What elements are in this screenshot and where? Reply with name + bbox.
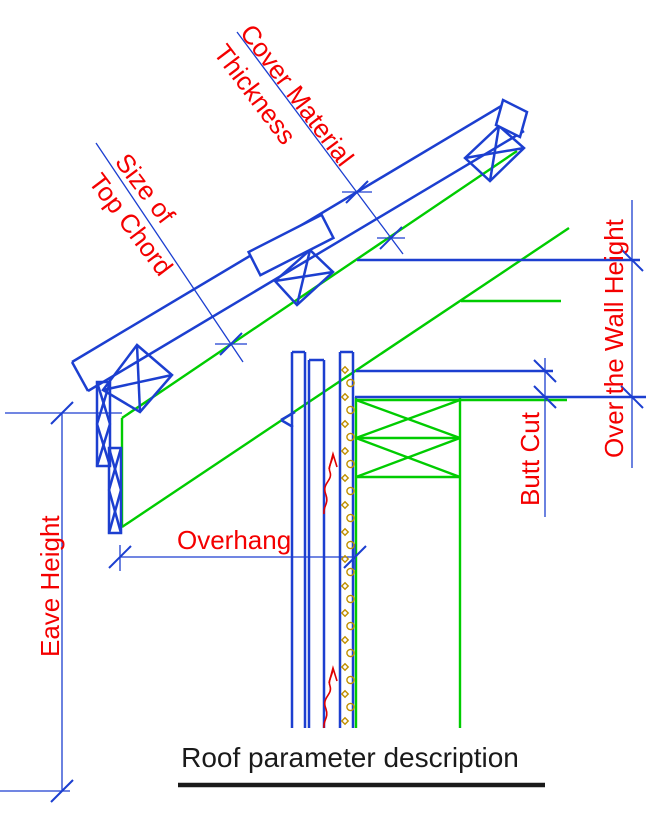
roof-plane-and-wall-lines (120, 150, 570, 728)
label-overhang: Overhang (177, 525, 292, 555)
batten-section-middle (273, 248, 335, 307)
fascia-boards (95, 380, 123, 535)
label-eave-height: Eave Height (35, 515, 65, 657)
label-butt-cut: Butt Cut (515, 412, 545, 506)
batten-section-lower (101, 343, 174, 414)
leader-arrow (280, 410, 296, 429)
cover-band-end-cap (70, 361, 90, 392)
dim-cover-thickness (236, 31, 404, 255)
batten-section-upper (463, 124, 526, 183)
ridge-end-cap (494, 98, 529, 139)
panel-joint-step (246, 213, 336, 277)
break-symbol (323, 665, 338, 729)
structure-lines (70, 98, 646, 728)
cover-band-bottom (87, 129, 525, 393)
break-symbol (323, 451, 338, 515)
label-over-the-wall-height: Over the Wall Height (599, 219, 629, 458)
dim-top-chord (95, 142, 244, 363)
break-symbols (323, 451, 338, 729)
diagram-title: Roof parameter description (181, 742, 519, 773)
dimension-ticks (50, 180, 644, 803)
nail-markers (340, 365, 355, 726)
